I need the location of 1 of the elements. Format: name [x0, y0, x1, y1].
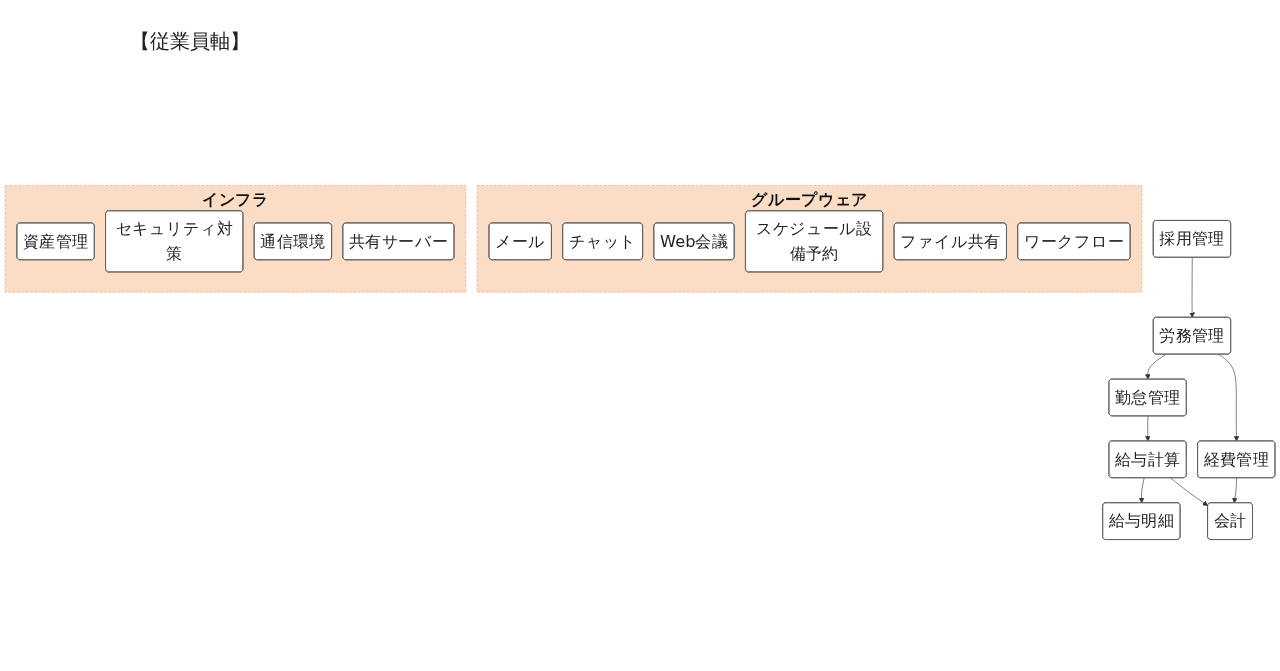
diagram-title: 【従業員軸】 [130, 28, 250, 55]
